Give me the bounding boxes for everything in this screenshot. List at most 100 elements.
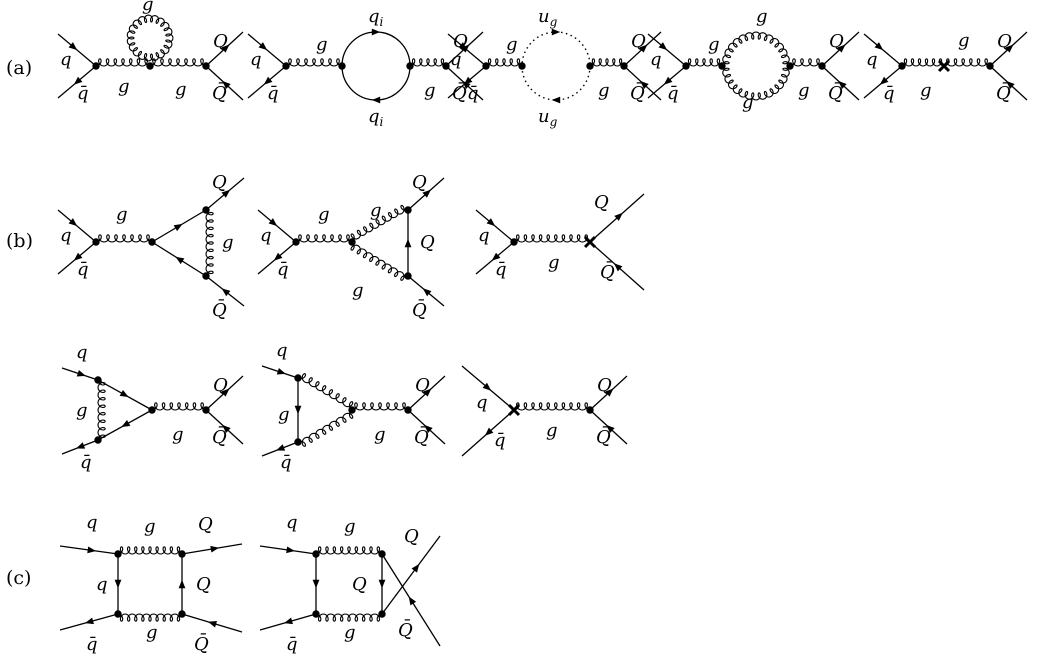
arrow-mark: [73, 252, 83, 261]
arrow-mark: [220, 44, 230, 53]
particle-label: q: [60, 49, 72, 70]
particle-label: g: [142, 0, 154, 15]
arrow-mark: [378, 579, 386, 589]
arrow-mark: [121, 419, 131, 428]
particle-label: q: [476, 392, 488, 413]
particle-label: Q̄: [828, 81, 843, 104]
counterterm-cross: [583, 235, 597, 249]
particle-label: g: [316, 34, 328, 55]
gluon-line: [149, 58, 207, 67]
fermion-line: [381, 535, 441, 615]
particle-label: g: [146, 622, 158, 643]
vertex-dot: [114, 550, 122, 558]
gluon-line: [295, 234, 353, 243]
vertex-dot: [92, 238, 100, 246]
arrow-mark: [658, 42, 668, 51]
arrow-mark: [491, 252, 501, 261]
vertex-dot: [404, 272, 412, 280]
particle-label: g: [175, 79, 187, 100]
vertex-dot: [312, 550, 320, 558]
vertex-dot: [786, 62, 794, 70]
gluon-line: [943, 58, 991, 67]
gluon-line: [901, 58, 945, 67]
particle-label: q: [450, 49, 462, 70]
diagram-b6-initial-vertex-counterterm: qq̄gQQ̄: [461, 365, 628, 457]
gluon-line: [97, 379, 106, 441]
gluon-line: [350, 241, 409, 281]
gluon-line: [285, 58, 343, 67]
particle-label: Q: [631, 31, 646, 52]
gluon-line: [117, 546, 183, 555]
vertex-dot: [378, 610, 386, 618]
particle-label: g: [222, 232, 234, 253]
particle-label: q̄: [883, 83, 895, 104]
arrow-mark: [371, 28, 381, 36]
vertex-dot: [406, 62, 414, 70]
particle-label: Q: [997, 31, 1012, 52]
particle-label: Q: [352, 574, 367, 595]
particle-label: q̄: [80, 452, 92, 473]
particle-label: g: [546, 420, 558, 441]
gluon-line: [485, 58, 523, 67]
gluon-line: [151, 402, 207, 411]
arrow-mark: [263, 76, 273, 85]
vertex-dot: [148, 406, 156, 414]
arrow-mark: [286, 546, 295, 554]
arrow-mark: [73, 76, 83, 85]
vertex-dot: [178, 550, 186, 558]
particle-label: q: [86, 512, 98, 533]
arrow-mark: [482, 382, 492, 391]
quark-loop: [341, 31, 411, 101]
particle-label: g: [708, 34, 720, 55]
particle-label: Q̄: [194, 632, 209, 655]
particle-label: q̄: [77, 259, 89, 280]
arrow-mark: [221, 288, 231, 297]
arrow-mark: [222, 80, 231, 90]
gluon-line: [315, 546, 383, 555]
particle-label: ug: [538, 6, 558, 29]
particle-label: Q: [212, 172, 227, 193]
gluon-line: [351, 402, 409, 411]
particle-label: g: [598, 80, 610, 101]
arrow-mark: [551, 96, 561, 104]
particle-label: g: [76, 400, 88, 421]
particle-label: Q̄: [212, 81, 227, 104]
arrow-mark: [484, 427, 494, 436]
ghost-loop: [521, 31, 591, 101]
gluon-line: [315, 613, 383, 622]
arrow-mark: [207, 620, 217, 628]
arrow-mark: [210, 545, 220, 553]
particle-label: Q̄: [452, 81, 467, 104]
arrow-mark: [458, 42, 468, 51]
vertex-dot: [348, 406, 356, 414]
arrow-mark: [222, 424, 231, 434]
gluon-line: [721, 65, 791, 101]
particle-label: Q̄: [412, 298, 427, 321]
arrow-mark: [221, 189, 231, 198]
arrow-mark: [114, 579, 122, 589]
particle-label: Q̄: [212, 298, 227, 321]
particle-label: Q: [196, 574, 211, 595]
gluon-line: [409, 58, 447, 67]
arrow-mark: [68, 42, 78, 51]
gluon-line: [789, 58, 823, 67]
particle-label: Q̄: [630, 81, 645, 104]
particle-label: Q: [420, 232, 435, 253]
arrow-mark: [220, 388, 230, 397]
particle-label: g: [116, 204, 128, 225]
particle-label: qi: [368, 106, 384, 129]
particle-label: q̄: [667, 83, 679, 104]
arrow-mark: [294, 405, 302, 415]
arrow-mark: [268, 218, 278, 227]
gluon-line: [721, 31, 791, 67]
arrow-mark: [551, 28, 561, 36]
vertex-dot: [292, 238, 300, 246]
arrow-mark: [87, 546, 97, 554]
vertex-dot: [178, 610, 186, 618]
particle-label: q: [96, 574, 108, 595]
vertex-dot: [92, 62, 100, 70]
